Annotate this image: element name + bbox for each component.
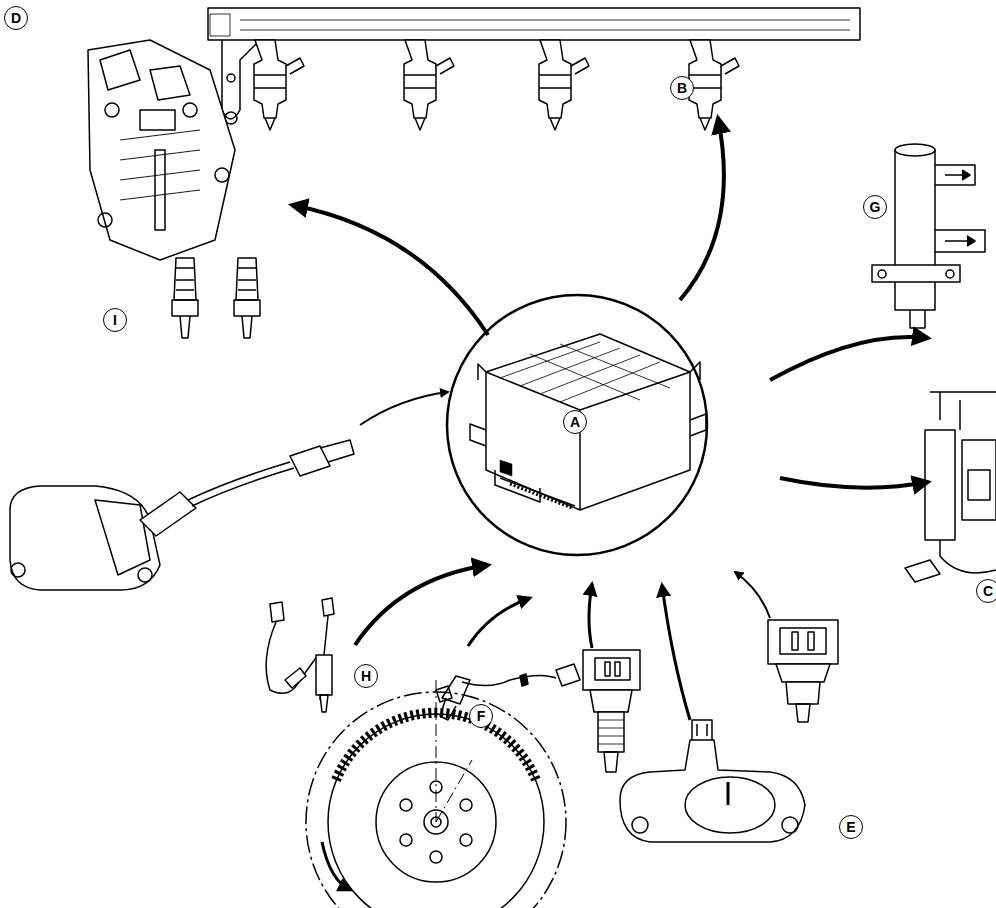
- callout-letter: I: [103, 308, 127, 332]
- callout-letter: F: [469, 704, 493, 728]
- callout-letter: E: [839, 815, 863, 839]
- spark-plug: [234, 258, 260, 338]
- injector: [404, 40, 454, 130]
- sensor-with-lead: [10, 440, 354, 590]
- crankshaft-sensor: [436, 664, 580, 720]
- oxygen-sensor: [266, 598, 334, 712]
- pressure-sensor: [620, 720, 805, 842]
- injector: [689, 40, 739, 130]
- signal-arrows: [292, 118, 928, 720]
- idle-air-valve: [872, 144, 985, 328]
- injector: [254, 40, 304, 130]
- fuel-rail-injectors: [208, 8, 860, 130]
- temperature-sensor: [583, 650, 640, 772]
- temperature-sensor: [768, 620, 838, 722]
- callout-letter: C: [976, 579, 996, 603]
- callout-letter: H: [354, 664, 378, 688]
- callout-letter: A: [563, 410, 587, 434]
- fuel-pump-module: [905, 392, 996, 582]
- injector: [539, 40, 589, 130]
- callout-letter: D: [4, 6, 28, 30]
- flywheel: [306, 680, 566, 908]
- callout-letter: B: [670, 76, 694, 100]
- callout-letter: G: [863, 195, 887, 219]
- spark-plug: [172, 258, 198, 338]
- ignition-coil: [88, 40, 260, 338]
